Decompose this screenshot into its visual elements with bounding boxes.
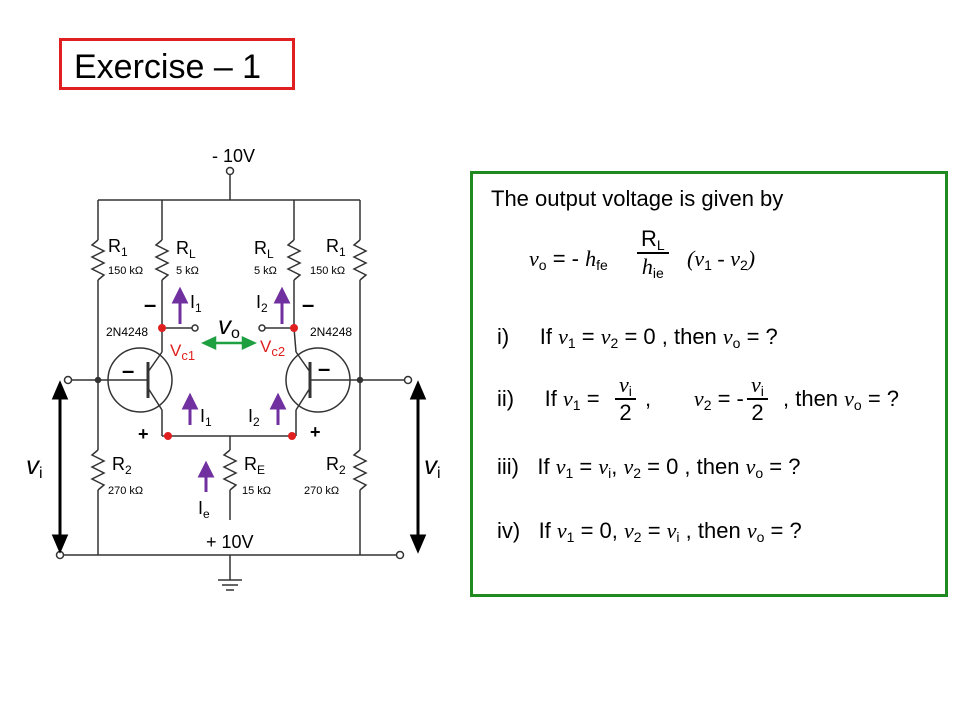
i1-bottom-label: I1 — [200, 406, 212, 429]
node-e2 — [288, 432, 296, 440]
minus-base-left: – — [122, 358, 134, 383]
formula-lhs: vo = - hfe — [529, 246, 608, 273]
node-c1 — [158, 324, 166, 332]
re-value: 15 kΩ — [242, 485, 271, 497]
minus-top-left: – — [144, 292, 156, 317]
formula-rhs: (v1 - v2) — [687, 246, 756, 273]
supply-bottom-label: + 10V — [206, 532, 254, 552]
transistor-left-label: 2N4248 — [106, 325, 148, 339]
r1-right-label: R1 — [326, 236, 346, 259]
node-c2 — [290, 324, 298, 332]
page-title: Exercise – 1 — [74, 48, 262, 86]
r1-right-value: 150 kΩ — [310, 265, 345, 277]
title-box: Exercise – 1 — [59, 38, 295, 90]
rl-left-label: RL — [176, 238, 196, 261]
plus-right: + — [310, 422, 321, 442]
vc1-label: Vc1 — [170, 341, 195, 363]
i2-top-label: I2 — [256, 292, 268, 315]
top-supply-terminal — [225, 166, 235, 176]
question-2-fraction-1: vi 2 — [615, 372, 636, 426]
i1-top-label: I1 — [190, 292, 202, 315]
r2-right-value: 270 kΩ — [304, 485, 339, 497]
question-2-fraction-2: vi 2 — [747, 372, 768, 426]
rl-left-value: 5 kΩ — [176, 265, 199, 277]
i2-bottom-label: I2 — [248, 406, 260, 429]
r1-left-value: 150 kΩ — [108, 265, 143, 277]
question-4: iv) If v1 = 0, v2 = vi , then vo = ? — [497, 518, 802, 545]
circuit-diagram: - 10V + 10V R1 150 kΩ RL 5 kΩ RL 5 kΩ R1… — [26, 146, 441, 591]
vc2-label: Vc2 — [260, 337, 285, 359]
rl-right-value: 5 kΩ — [254, 265, 277, 277]
supply-top-label: - 10V — [212, 146, 255, 166]
question-1: i) If v1 = v2 = 0 , then vo = ? — [497, 324, 778, 351]
r2-left-value: 270 kΩ — [108, 485, 143, 497]
panel-heading: The output voltage is given by — [491, 186, 784, 211]
minus-top-right: – — [302, 292, 314, 317]
question-2: ii) If v1 = — [497, 386, 600, 413]
plus-left: + — [138, 424, 149, 444]
r1-left-label: R1 — [108, 236, 128, 259]
question-panel: The output voltage is given by vo = - hf… — [470, 171, 948, 597]
vi-right-label: vi — [424, 450, 441, 482]
vi-left-label: vi — [26, 450, 43, 482]
r2-right-label: R2 — [326, 454, 346, 477]
question-3: iii) If v1 = vi, v2 = 0 , then vo = ? — [497, 454, 801, 481]
vo-label: vo — [218, 310, 240, 342]
rl-right-label: RL — [254, 238, 274, 261]
transistor-right-label: 2N4248 — [310, 325, 352, 339]
r2-left-label: R2 — [112, 454, 132, 477]
question-2-mid: , v2 = - — [645, 386, 744, 413]
formula-fraction: RL hie — [637, 226, 669, 281]
node-e1 — [164, 432, 172, 440]
re-label: RE — [244, 454, 265, 477]
ie-label: Ie — [198, 498, 210, 521]
question-2-end: , then vo = ? — [783, 386, 900, 413]
minus-base-right: – — [318, 356, 330, 381]
